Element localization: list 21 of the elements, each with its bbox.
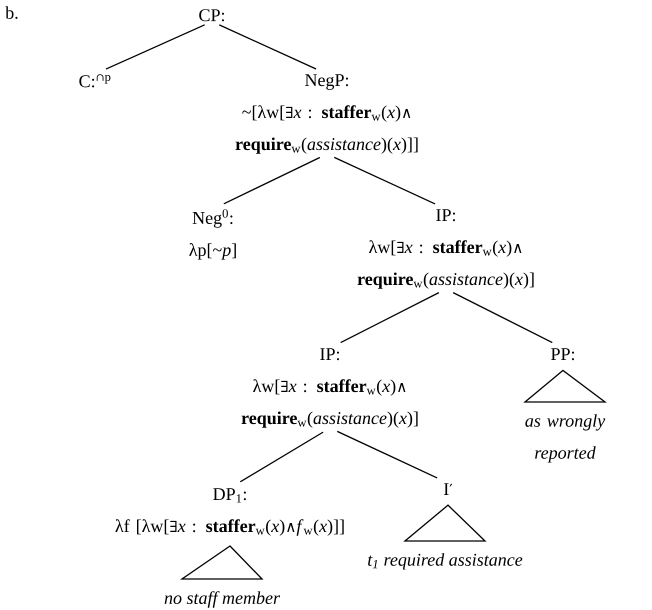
tree-node-label: Neg$^{0}$: λp[~p] — [189, 209, 236, 260]
terminal-text: no staff member — [164, 591, 280, 608]
terminal-text: t$_{1}$ required assistance — [368, 553, 522, 570]
tree-node-label: PP: — [551, 348, 574, 360]
tree-node-label: NegP: ~[λw[∃x : staffer$_{w}$(x)∧ require$_{w}$(assistance)(x)]] — [236, 74, 418, 154]
branch-line — [224, 156, 320, 204]
tree-node-label: DP$_{1}$: λf [λw[∃x : staffer$_{w}$(x)∧f$_{w}$(x)]] — [115, 488, 344, 536]
branch-line — [334, 156, 436, 205]
tree-node-label: C:$^{∩p}$ — [79, 74, 110, 88]
tree-node-label: I′ — [444, 483, 452, 495]
branch-line — [340, 292, 440, 344]
example-label: b. — [5, 6, 18, 19]
branch-line — [106, 24, 205, 70]
branch-line — [336, 430, 438, 479]
branch-line — [452, 292, 553, 344]
terminal-text: as wrongly reported — [525, 414, 606, 462]
tree-node-label: IP: λw[∃x : staffer$_{w}$(x)∧ require$_{w}$(assistance)(x)] — [358, 209, 534, 289]
branch-line — [219, 24, 316, 70]
branch-line — [240, 432, 324, 482]
tree-node-label: CP: — [199, 9, 224, 22]
tree-node-label: IP: λw[∃x : staffer$_{w}$(x)∧ require$_{w}$(assistance)(x)] — [242, 348, 418, 428]
